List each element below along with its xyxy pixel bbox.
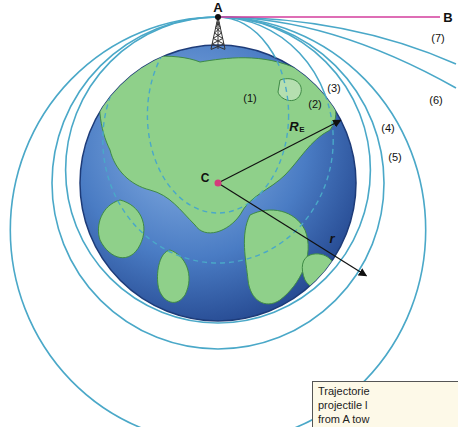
caption-text: Trajectorie projectile l from A tow (318, 385, 390, 426)
radius-subscript: E (299, 126, 304, 134)
dashed-trajectory (103, 17, 333, 263)
tower-brace (213, 33, 221, 39)
tower-brace (215, 28, 221, 34)
callout-number: (4) (381, 123, 394, 134)
tower-brace (216, 28, 222, 34)
tower-brace (213, 39, 224, 45)
radius-arrow (218, 183, 366, 276)
tangent-line (218, 16, 440, 18)
callout-number: (3) (327, 83, 340, 94)
impact-trajectory (103, 17, 333, 263)
callout-number: (5) (388, 152, 401, 163)
escape-trajectory (218, 17, 456, 88)
callout-number: (6) (429, 95, 442, 106)
launch-tower (211, 17, 225, 50)
caption-box: Trajectorie projectile l from A tow (312, 381, 458, 427)
launch-point (215, 14, 221, 20)
tower-brace (211, 44, 224, 50)
tower-brace (215, 33, 223, 39)
callout-number: (2) (308, 99, 321, 110)
radius-label: r (329, 232, 334, 245)
callout-number: (1) (243, 93, 256, 104)
earth-center (215, 180, 222, 187)
orbit-trajectory (10, 17, 425, 427)
radius-arrow (218, 120, 341, 183)
point-label: C (201, 172, 210, 184)
tower-brace (212, 39, 223, 45)
earth (80, 45, 356, 321)
callout-number: (7) (431, 33, 444, 44)
radius-label: R (289, 120, 298, 133)
point-label: B (443, 11, 452, 24)
point-label: A (213, 1, 222, 14)
tower-brace (216, 22, 219, 28)
